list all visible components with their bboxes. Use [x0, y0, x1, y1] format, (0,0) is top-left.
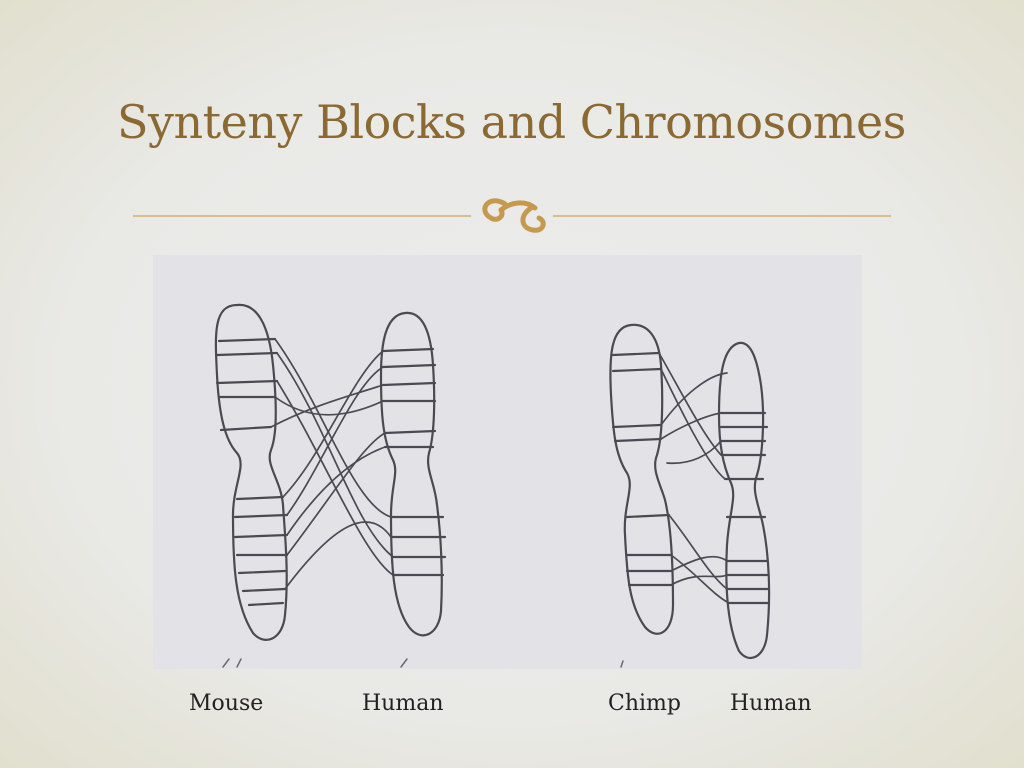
chromosome-sketch-photo [153, 255, 862, 669]
synteny-connections-left [270, 338, 394, 590]
mouse-chromosome [214, 303, 289, 641]
pencil-marks [222, 658, 624, 668]
label-human-1: Human [362, 691, 444, 716]
chimp-chromosome [609, 323, 675, 635]
human-chromosome-left [379, 311, 447, 637]
label-mouse: Mouse [189, 691, 264, 716]
ornament-icon [482, 198, 546, 233]
human-chromosome-right [717, 341, 771, 659]
slide-title: Synteny Blocks and Chromosomes [117, 95, 906, 149]
title-divider [133, 198, 891, 233]
label-human-2: Human [730, 691, 812, 716]
label-chimp: Chimp [608, 691, 681, 716]
synteny-connections-right [658, 352, 730, 604]
